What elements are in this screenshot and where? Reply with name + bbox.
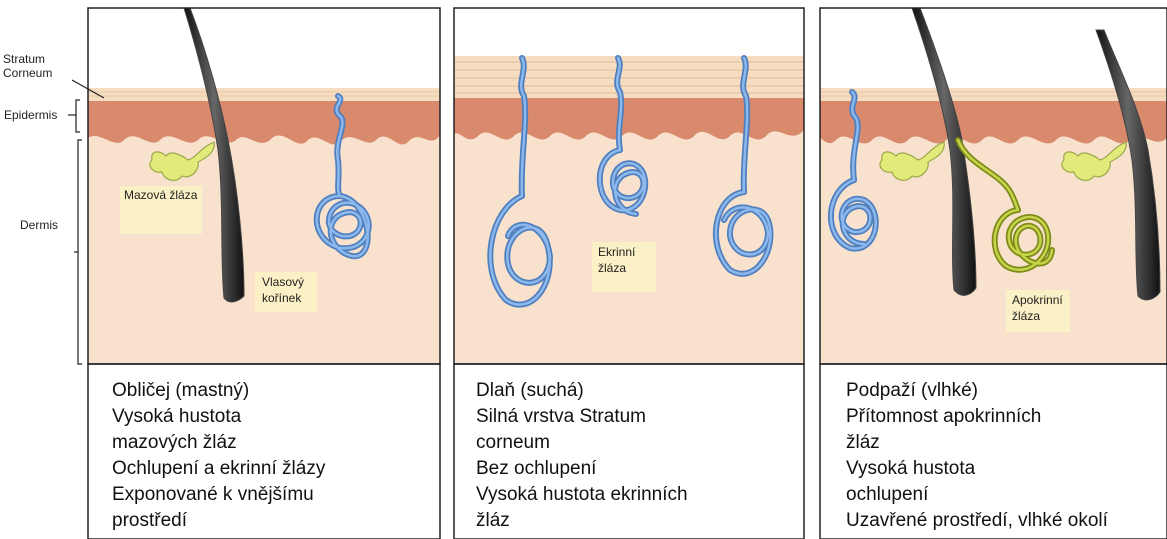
panel-face-illustration: Mazová žláza Vlasový kořínek bbox=[88, 8, 440, 364]
dermis-label: Dermis bbox=[20, 218, 58, 232]
apocrine-gland-label-line1: Apokrinní bbox=[1012, 293, 1063, 307]
hair-root-label-line2: kořínek bbox=[262, 291, 302, 305]
description-line: ochlupení bbox=[846, 482, 1108, 508]
panel-palm-illustration: Ekrinní žláza bbox=[454, 8, 804, 364]
description-line: Obličej (mastný) bbox=[112, 378, 325, 404]
description-line: Dlaň (suchá) bbox=[476, 378, 688, 404]
description-line: Ochlupení a ekrinní žlázy bbox=[112, 456, 325, 482]
eccrine-gland-label-line1: Ekrinní bbox=[598, 245, 636, 259]
sebaceous-gland-label: Mazová žláza bbox=[124, 188, 198, 202]
description-line: Exponované k vnějšímu bbox=[112, 482, 325, 508]
description-line: Bez ochlupení bbox=[476, 456, 688, 482]
description-line: Vysoká hustota bbox=[846, 456, 1108, 482]
description-line: mazových žláz bbox=[112, 430, 325, 456]
panel-palm-description: Dlaň (suchá) Silná vrstva Stratum corneu… bbox=[476, 378, 688, 534]
panel-armpit-description: Podpaží (vlhké) Přítomnost apokrinních ž… bbox=[846, 378, 1108, 534]
description-line: corneum bbox=[476, 430, 688, 456]
description-line: Vysoká hustota bbox=[112, 404, 325, 430]
eccrine-gland-label-line2: žláza bbox=[598, 261, 626, 275]
description-line: Podpaží (vlhké) bbox=[846, 378, 1108, 404]
epidermis-layer bbox=[820, 100, 1167, 143]
epidermis-label: Epidermis bbox=[4, 108, 57, 122]
description-line: Vysoká hustota ekrinních bbox=[476, 482, 688, 508]
stratum-corneum-layer bbox=[820, 88, 1167, 101]
hair-root-label-line1: Vlasový bbox=[262, 275, 304, 289]
description-line: žláz bbox=[476, 508, 688, 534]
description-line: Uzavřené prostředí, vlhké okolí bbox=[846, 508, 1108, 534]
description-line: Přítomnost apokrinních bbox=[846, 404, 1108, 430]
description-line: žláz bbox=[846, 430, 1108, 456]
stratum-corneum-label: Stratum Corneum bbox=[3, 52, 52, 80]
panel-armpit-illustration: Apokrinní žláza bbox=[820, 8, 1167, 364]
panel-face-description: Obličej (mastný) Vysoká hustota mazových… bbox=[112, 378, 325, 534]
stratum-corneum-layer bbox=[88, 88, 440, 101]
apocrine-gland-label-line2: žláza bbox=[1012, 309, 1040, 323]
dermis-layer bbox=[88, 120, 440, 364]
description-line: prostředí bbox=[112, 508, 325, 534]
description-line: Silná vrstva Stratum bbox=[476, 404, 688, 430]
